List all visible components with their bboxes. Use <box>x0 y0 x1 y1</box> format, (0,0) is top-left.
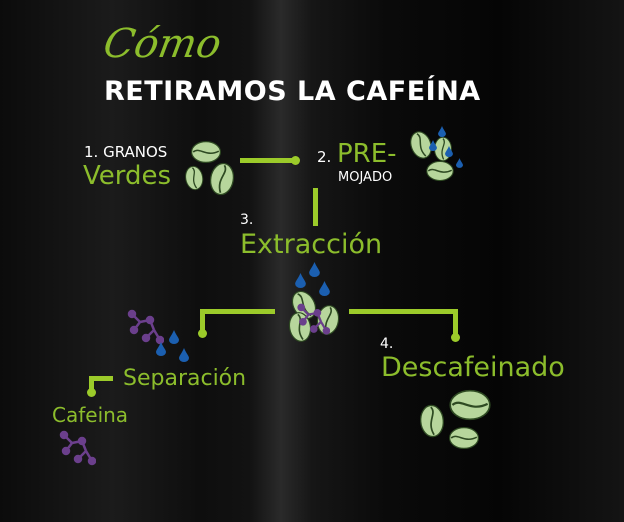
title-script: Cómo <box>99 21 225 67</box>
step3-name: Extracción <box>240 229 383 260</box>
branch-caffeine-down <box>89 376 94 392</box>
step1-label: 1. GRANOS <box>84 143 168 161</box>
branch-left-dot <box>198 329 207 338</box>
branch-left <box>200 309 275 314</box>
step2-name: PRE- <box>337 139 397 169</box>
step3-number: 3. <box>240 212 254 228</box>
premoistened-beans-icon <box>406 126 463 182</box>
step4-number: 4. <box>380 336 394 352</box>
connector-1-2 <box>240 158 295 163</box>
branch-right-down <box>453 309 458 337</box>
extraction-icon <box>286 262 342 344</box>
branch-right <box>349 309 458 314</box>
step1-name: Verdes <box>83 161 172 191</box>
step2-number: 2. <box>317 148 332 166</box>
branch-caffeine <box>89 376 113 381</box>
separation-icon <box>127 309 189 362</box>
connector-2-3 <box>313 188 318 226</box>
connector-dot <box>291 156 300 165</box>
separation-label: Separación <box>123 366 247 391</box>
step4-name: Descafeinado <box>381 352 565 383</box>
decaf-beans-icon <box>418 389 491 450</box>
branch-caffeine-dot <box>87 388 96 397</box>
branch-right-dot <box>451 333 460 342</box>
branch-left-down <box>200 309 205 333</box>
page-title: RETIRAMOS LA CAFEÍNA <box>104 76 481 107</box>
step2-name-line2: MOJADO <box>338 170 393 185</box>
caffeine-molecule-icon <box>59 430 96 466</box>
caffeine-label: Cafeina <box>52 403 129 427</box>
green-beans-icon <box>183 140 237 198</box>
